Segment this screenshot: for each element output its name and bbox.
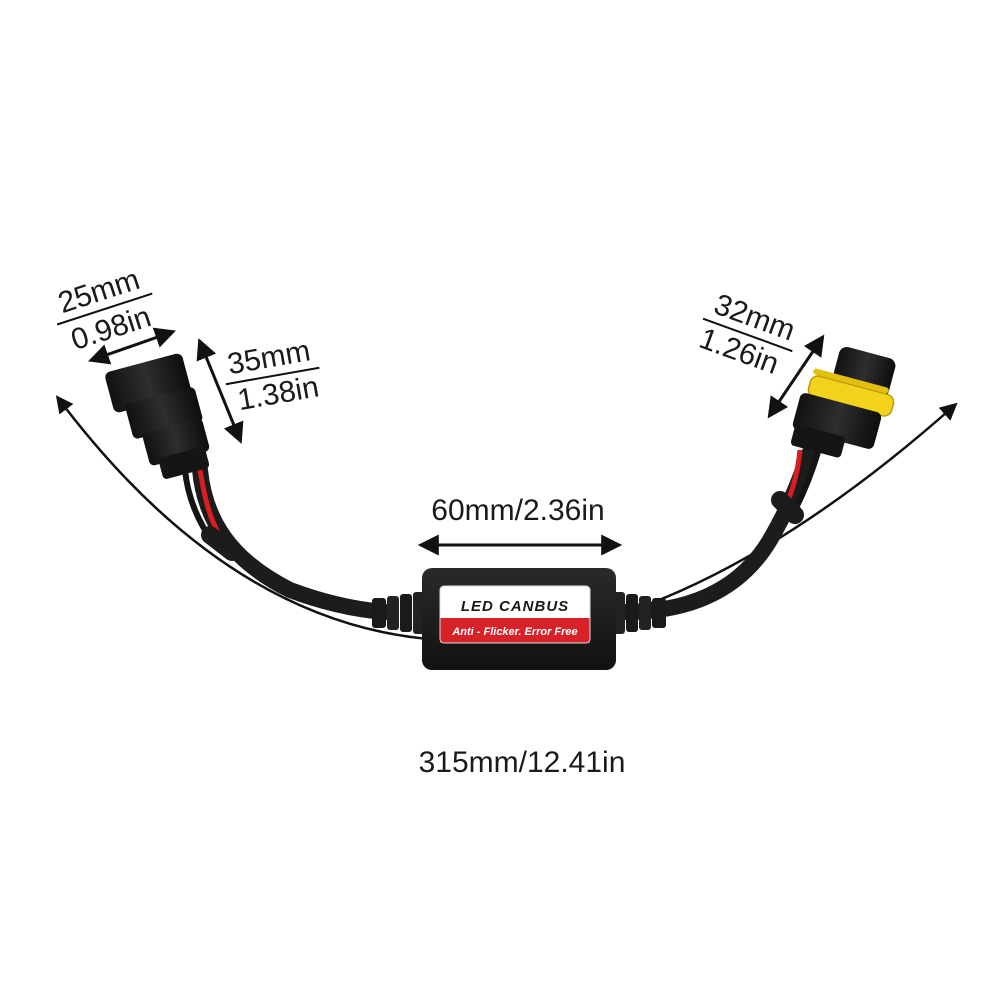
left-plug-connector (105, 353, 210, 479)
module-length-label: 60mm/2.36in (431, 494, 604, 527)
cable-right (617, 447, 816, 620)
module-title: LED CANBUS (461, 598, 569, 615)
plug-height-arrow (196, 338, 244, 444)
canbus-module (422, 568, 616, 670)
module-subtitle: Anti - Flicker. Error Free (451, 626, 577, 638)
total-length-label: 315mm/12.41in (419, 746, 626, 779)
black-wire-right (793, 451, 821, 510)
plug-width-arrow (88, 327, 176, 365)
strain-relief-left (372, 592, 425, 634)
strain-relief-right (613, 592, 666, 634)
socket-arrow (767, 334, 825, 419)
